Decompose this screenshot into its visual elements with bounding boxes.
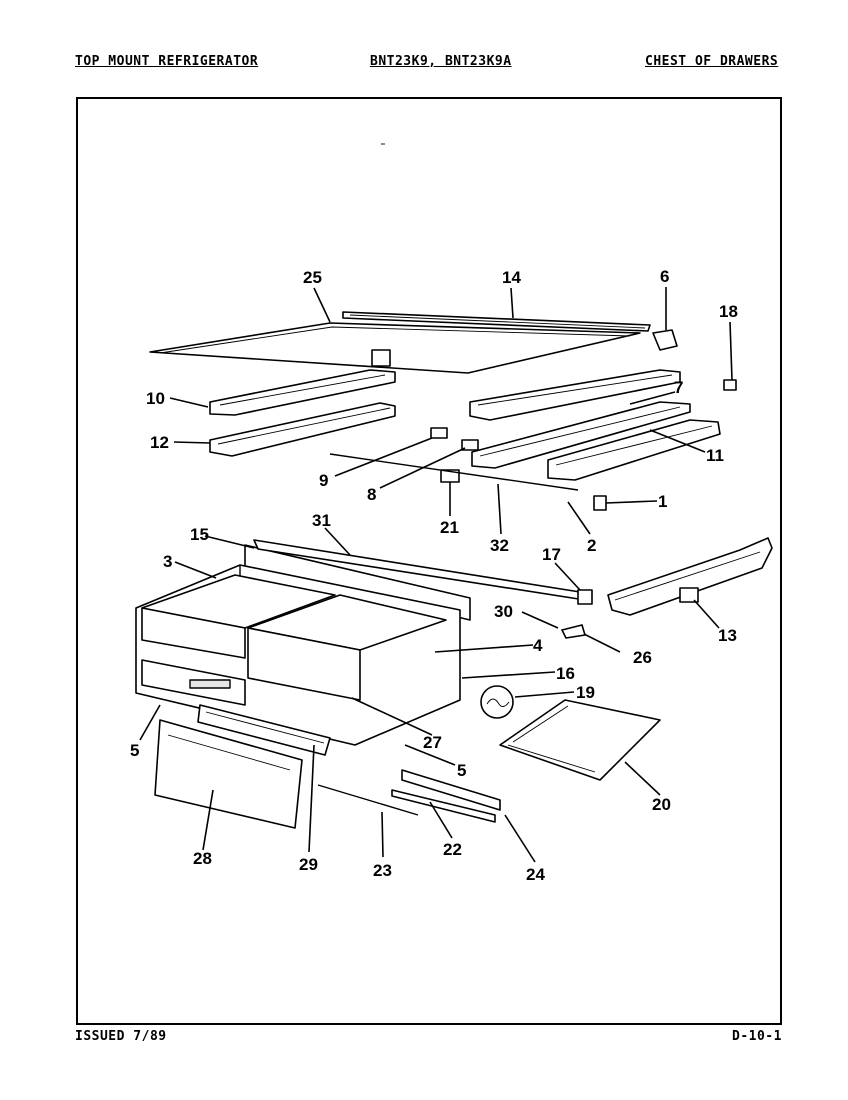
callout-11: 11 (706, 446, 724, 465)
callout-5-left: 5 (130, 741, 139, 760)
bumper-1-part (593, 495, 607, 511)
callout-9: 9 (319, 471, 328, 490)
guide-22-part (391, 789, 496, 823)
callout-13: 13 (718, 626, 737, 645)
label-19-glyph (486, 698, 510, 707)
front-trim-part (342, 311, 651, 332)
callout-17: 17 (542, 545, 561, 564)
callout-16: 16 (556, 664, 575, 683)
callout-25: 25 (303, 268, 322, 287)
left-rail-upper-part (209, 349, 396, 416)
callout-8: 8 (367, 485, 376, 504)
callout-7: 7 (674, 378, 683, 397)
clip-8-part (461, 439, 479, 451)
left-rail-lower-part (209, 402, 396, 457)
leader-lines (139, 287, 733, 863)
stop-17-part (577, 589, 593, 605)
callout-14: 14 (502, 268, 521, 287)
callout-24: 24 (526, 865, 545, 884)
callout-1: 1 (658, 492, 667, 511)
callout-2: 2 (587, 536, 596, 555)
header-model-type: TOP MOUNT REFRIGERATOR (75, 54, 259, 69)
header-section-title: CHEST OF DRAWERS (645, 54, 779, 69)
callout-15: 15 (190, 525, 209, 544)
footer-issued-date: ISSUED 7/89 (75, 1029, 167, 1044)
callout-28: 28 (193, 849, 212, 868)
callout-26: 26 (633, 648, 652, 667)
clip-26-part (561, 624, 586, 639)
cover-glass-part (149, 143, 641, 374)
screw-18-part (723, 379, 737, 391)
callout-21: 21 (440, 518, 459, 537)
diagram-frame (76, 97, 782, 1025)
callout-32: 32 (490, 536, 509, 555)
callout-3: 3 (163, 552, 172, 571)
callout-27: 27 (423, 733, 442, 752)
right-rail-lower-part (471, 401, 691, 469)
callout-31: 31 (312, 511, 331, 530)
callout-29: 29 (299, 855, 318, 874)
callout-12: 12 (150, 433, 169, 452)
callout-4: 4 (533, 636, 543, 655)
right-rail-upper-part (469, 369, 681, 421)
slide-24-part (401, 769, 501, 811)
callout-30: 30 (494, 602, 513, 621)
clip-9-part (430, 427, 448, 439)
callout-5-right: 5 (457, 761, 466, 780)
right-drawer-part (247, 594, 447, 701)
end-cap-part (652, 329, 678, 351)
callout-22: 22 (443, 840, 462, 859)
side-rail-part (547, 419, 721, 481)
callout-10: 10 (146, 389, 165, 408)
cover-20-part (499, 699, 661, 781)
rod-32-part (329, 453, 579, 491)
rail-23-part (317, 784, 419, 816)
header-model-numbers: BNT23K9, BNT23K9A (370, 54, 512, 69)
callout-23: 23 (373, 861, 392, 880)
callout-19: 19 (576, 683, 595, 702)
left-drawer-part (141, 574, 336, 659)
front-panel-28-part (154, 719, 303, 829)
callout-6: 6 (660, 267, 669, 286)
callout-20: 20 (652, 795, 671, 814)
label-19-part (480, 685, 514, 719)
handle-trim-29-part (197, 704, 331, 756)
footer-page-code: D-10-1 (732, 1029, 782, 1044)
callout-18: 18 (719, 302, 738, 321)
drawer-handle-part (189, 679, 231, 689)
slide-assembly-13-part (607, 537, 773, 616)
